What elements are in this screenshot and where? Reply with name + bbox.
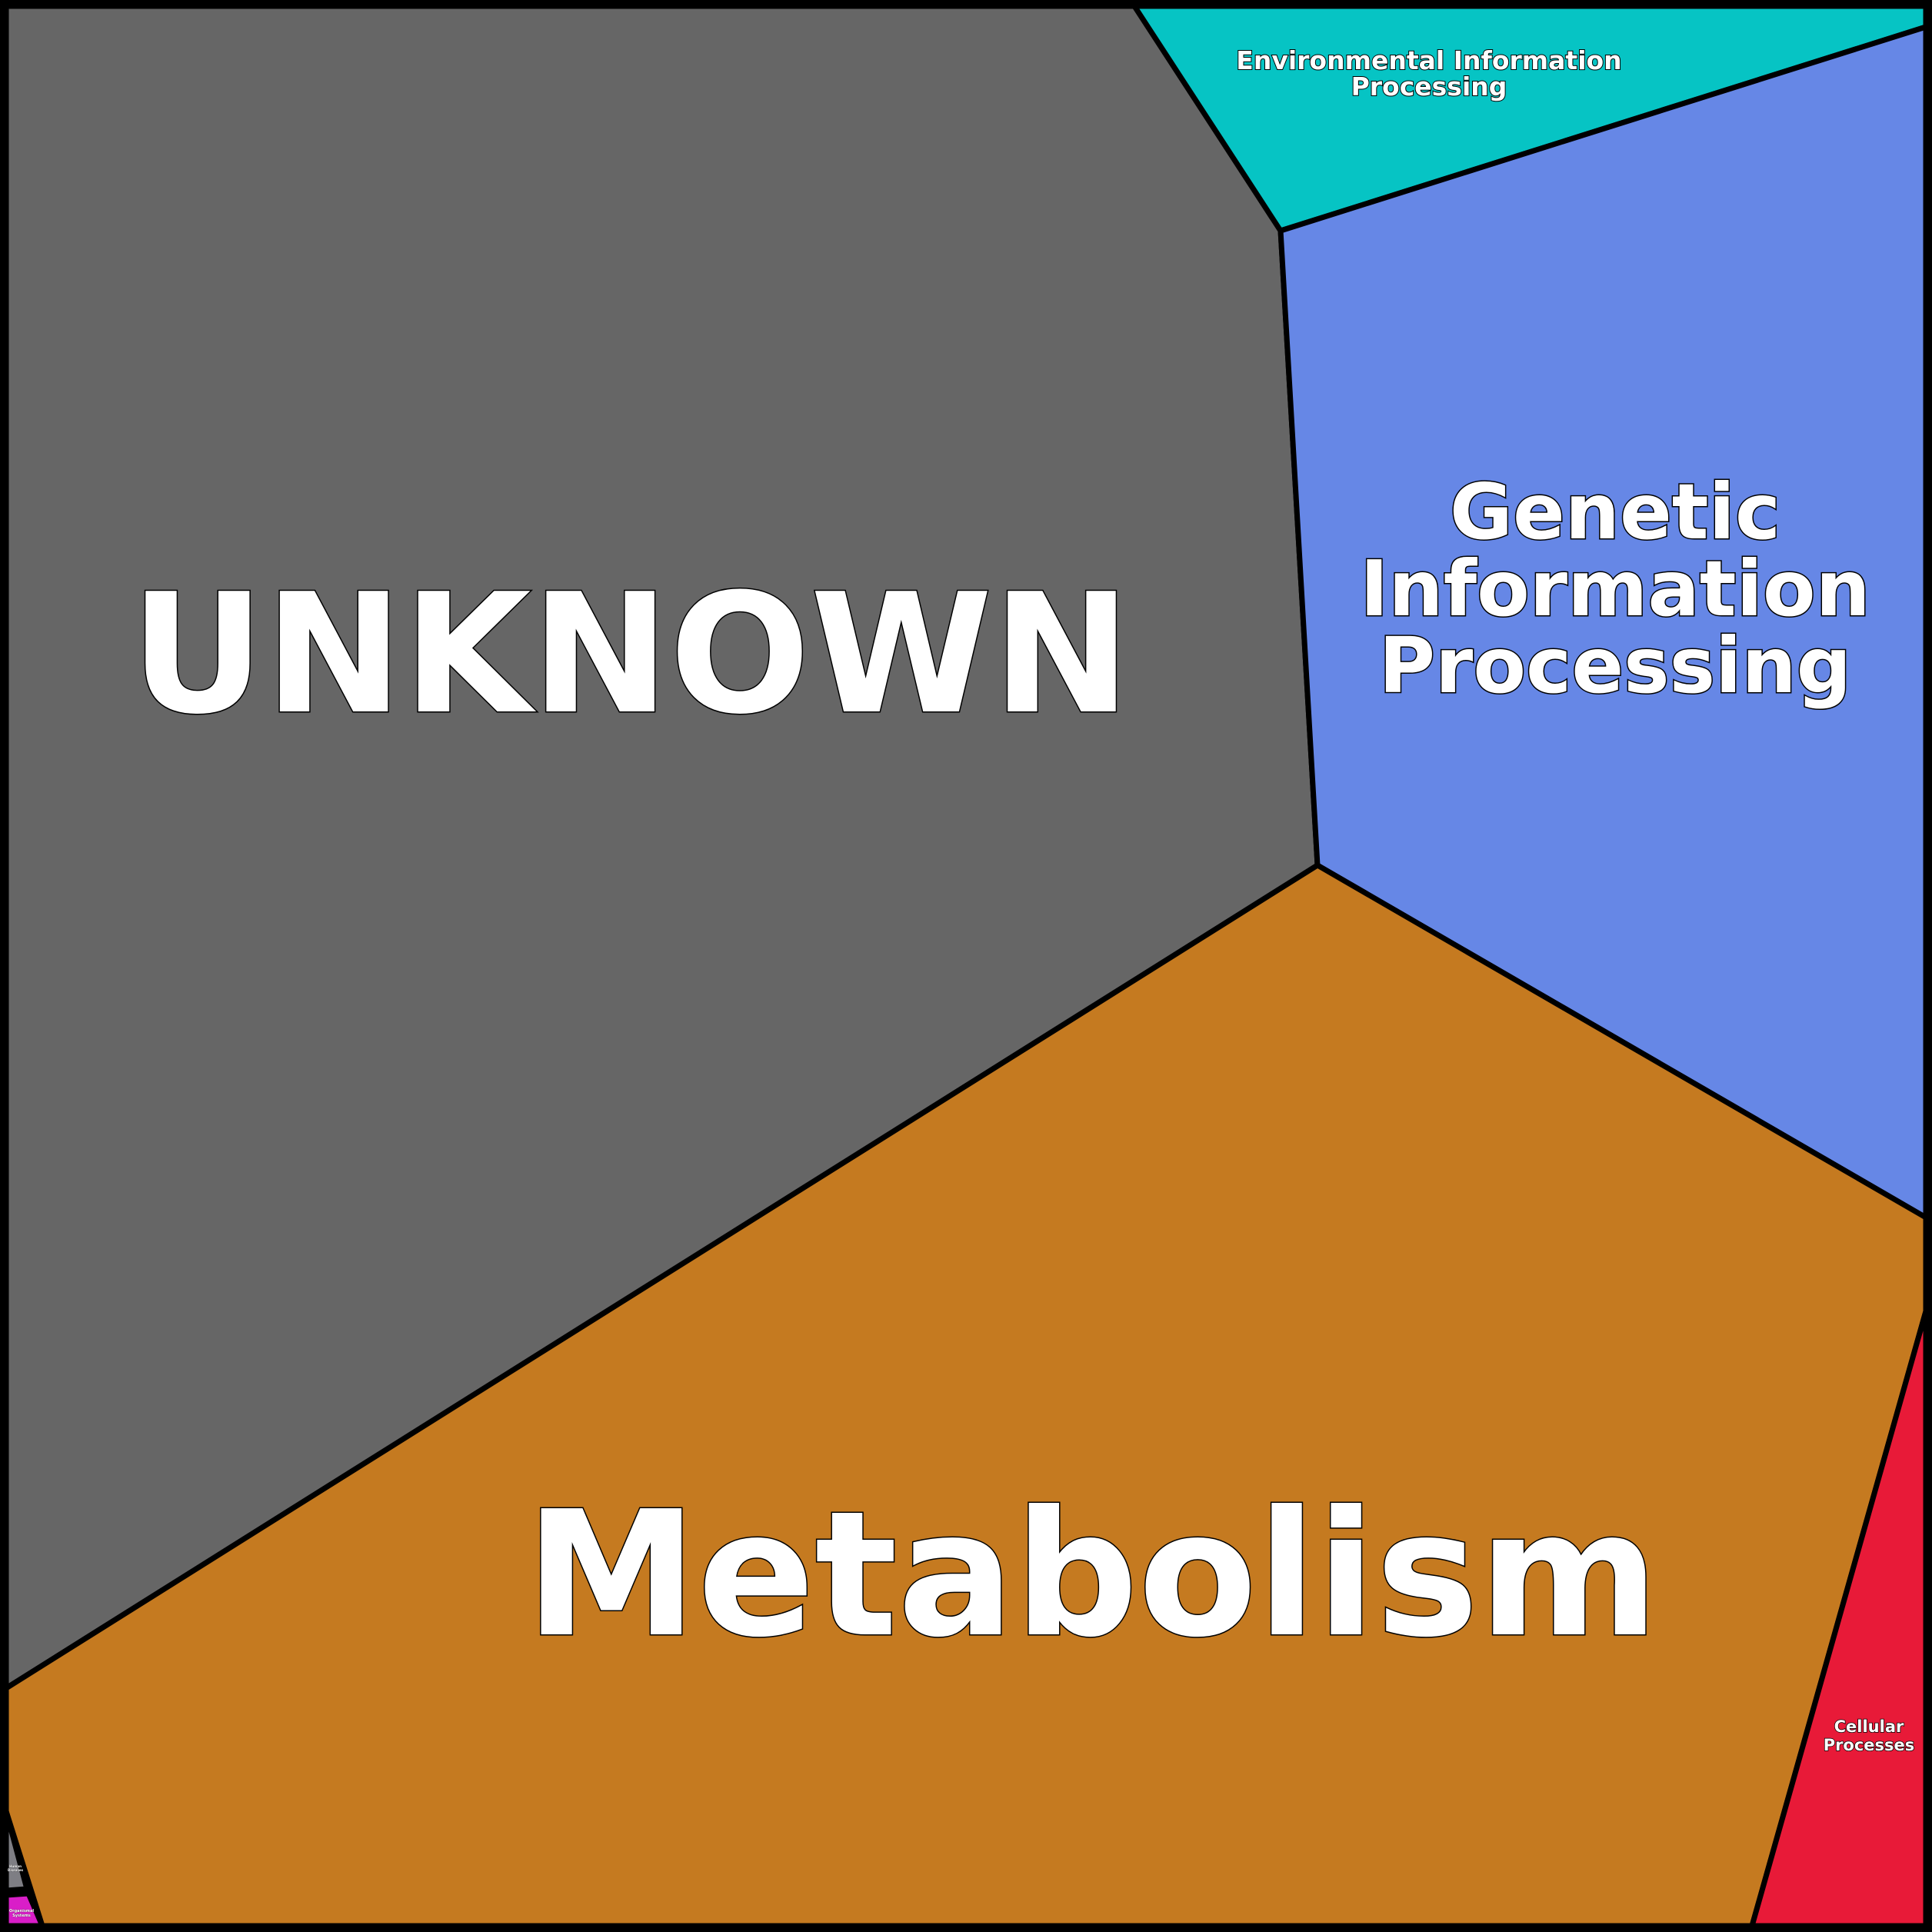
cell-metabolism[interactable] bbox=[3, 862, 1929, 1929]
label-unknown: UNKNOWN bbox=[131, 558, 1131, 751]
label-human-line1: Human bbox=[9, 1864, 22, 1868]
label-metabolism: Metabolism bbox=[525, 1474, 1659, 1676]
cell-organismal-systems[interactable] bbox=[3, 1890, 45, 1929]
label-organismal-line1: Organismal bbox=[9, 1909, 35, 1914]
label-human-line2: Diseases bbox=[8, 1868, 24, 1872]
cell-cellular-processes[interactable] bbox=[1749, 1308, 1929, 1929]
cell-human-diseases[interactable] bbox=[3, 1808, 30, 1894]
label-cellular-line1: Cellular bbox=[1834, 1717, 1904, 1736]
label-env-line2: Processing bbox=[1351, 72, 1507, 102]
label-genetic-line1: Genetic bbox=[1450, 467, 1780, 557]
label-env-line1: Environmental Information bbox=[1236, 45, 1621, 75]
label-cellular-line2: Processes bbox=[1824, 1736, 1915, 1754]
label-genetic-line2: Information bbox=[1360, 544, 1870, 634]
label-organismal-line2: Systems bbox=[12, 1914, 31, 1918]
label-genetic-line3: Processing bbox=[1379, 621, 1852, 711]
